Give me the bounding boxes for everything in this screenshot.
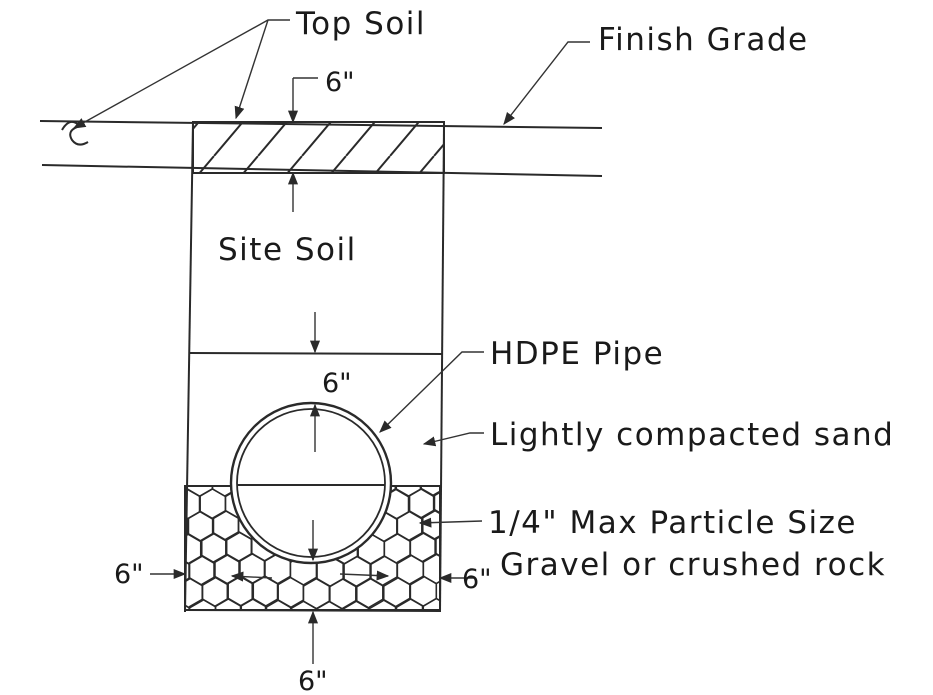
label-top-soil: Top Soil — [295, 6, 426, 42]
gravel-particle — [407, 487, 436, 520]
dim-right-clearance: 6" — [462, 564, 492, 595]
label-particle-size: 1/4" Max Particle Size — [488, 505, 857, 541]
gravel-particle — [264, 599, 293, 610]
gravel-particle — [422, 597, 440, 610]
gravel-particle — [409, 531, 437, 564]
gravel-particle — [315, 600, 344, 610]
dim-bottom-bedding: 6" — [298, 666, 328, 695]
finish-grade-leader — [503, 41, 590, 125]
label-gravel: Gravel or crushed rock — [500, 547, 886, 583]
gravel-particle — [214, 597, 243, 610]
dim-topsoil-depth: 6" — [325, 67, 355, 98]
particle-size-leader — [418, 517, 483, 528]
gravel-particle — [185, 533, 203, 565]
label-lightly-compacted-sand: Lightly compacted sand — [490, 417, 894, 453]
gravel-particle — [188, 598, 217, 610]
top-soil-leader-2 — [234, 19, 269, 120]
gravel-particle — [213, 553, 241, 586]
gravel-particle — [419, 486, 440, 498]
left-clearance-arrow-in — [230, 571, 273, 582]
break-symbol — [61, 120, 89, 146]
gravel-particle — [368, 598, 397, 610]
gravel-particle — [185, 486, 188, 490]
gravel-particle — [186, 510, 215, 543]
dim-cover-above-pipe: 6" — [322, 368, 352, 399]
gravel-particle — [199, 532, 228, 564]
label-site-soil: Site Soil — [218, 232, 357, 268]
right-clearance-arrow-in — [339, 570, 390, 581]
hdpe-pipe-leader — [379, 351, 484, 433]
site-soil-boundary — [189, 352, 444, 355]
gravel-particle — [421, 508, 440, 541]
gravel-particle — [341, 599, 370, 610]
gravel-particle — [201, 575, 229, 608]
gravel-particle — [434, 534, 440, 558]
gravel-particle — [185, 577, 204, 609]
topsoil-hatch — [192, 121, 445, 174]
gravel-particle — [395, 597, 424, 610]
gravel-particle — [289, 600, 318, 610]
gravel-particle — [396, 510, 424, 542]
gravel-particle — [211, 509, 240, 542]
label-finish-grade: Finish Grade — [598, 22, 809, 58]
gravel-particle — [239, 597, 268, 610]
dim-left-clearance: 6" — [114, 559, 144, 590]
hdpe-pipe-inner — [236, 408, 386, 558]
label-hdpe-pipe: HDPE Pipe — [490, 336, 664, 372]
sand-leader — [422, 432, 484, 447]
top-soil-leader — [72, 19, 290, 129]
gravel-particle — [225, 530, 253, 563]
gravel-particle — [198, 488, 227, 520]
trench-left-wall — [184, 121, 194, 613]
gravel-particle — [394, 486, 422, 498]
gravel-particle — [188, 554, 216, 587]
gravel-particle — [432, 490, 440, 515]
